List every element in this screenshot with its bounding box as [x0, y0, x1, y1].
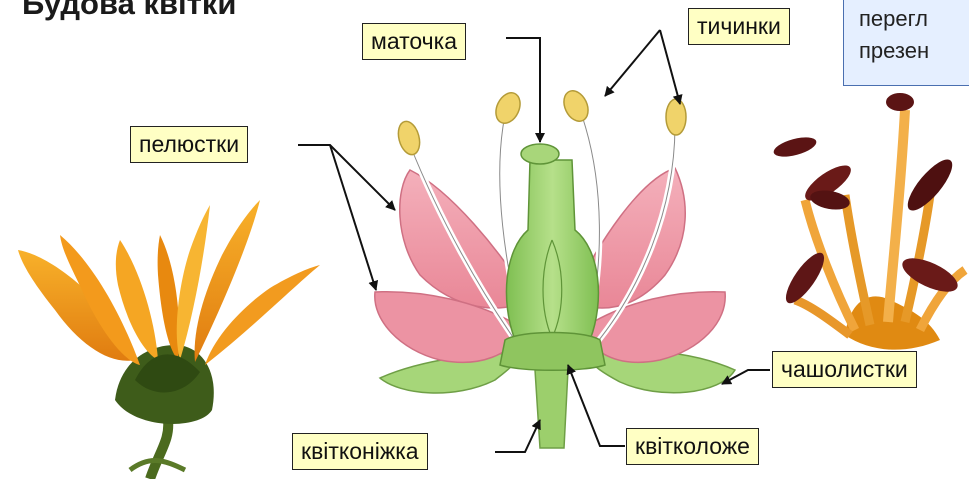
label-stamens: тичинки: [688, 8, 790, 45]
connector-pistil: [506, 38, 540, 142]
connector-stamens-1: [605, 30, 660, 96]
anther-2: [491, 89, 524, 127]
connector-stamens-2: [660, 30, 680, 104]
note-line-2: презен: [859, 35, 969, 67]
flower-diagram: [375, 87, 735, 448]
anther-3: [559, 87, 592, 125]
connector-pedicel: [495, 420, 540, 452]
page-title: Будова квітки: [22, 0, 236, 22]
label-receptacle: квітколоже: [626, 428, 759, 465]
label-pedicel: квітконіжка: [292, 433, 428, 470]
pistil-style: [506, 160, 598, 340]
pedicel-shape: [535, 370, 568, 448]
receptacle-shape: [500, 333, 605, 371]
note-line-1: перегл: [859, 3, 969, 35]
orange-flower-photo: [18, 200, 320, 479]
label-sepals: чашолистки: [772, 351, 917, 388]
anther-4: [666, 99, 686, 135]
presentation-note-box: перегл презен: [843, 0, 969, 86]
label-pistil: маточка: [362, 23, 466, 60]
stamens-photo: [772, 93, 965, 350]
pistil-stigma: [521, 144, 559, 164]
label-petals: пелюстки: [130, 126, 248, 163]
anther-1: [395, 119, 423, 157]
